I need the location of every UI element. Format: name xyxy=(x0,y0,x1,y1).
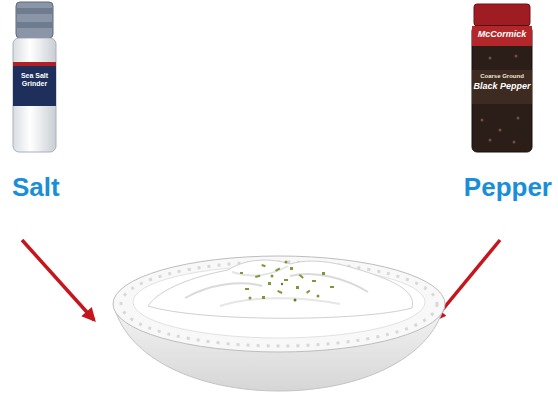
bowl xyxy=(113,256,445,391)
salt-grinder xyxy=(13,2,56,152)
bottle-label-text: Black Pepper xyxy=(472,82,532,92)
bottle-label-text: Coarse Ground xyxy=(472,73,532,80)
whipped-cream xyxy=(148,260,413,318)
pepper-grinder xyxy=(472,4,532,152)
herbs xyxy=(240,261,334,302)
ingredient-label: Salt xyxy=(12,173,132,202)
brand-text: McCormick xyxy=(472,30,532,40)
ingredient-label: Pepper xyxy=(420,173,552,202)
bottle-label-text: Sea Salt Grinder xyxy=(13,72,56,87)
